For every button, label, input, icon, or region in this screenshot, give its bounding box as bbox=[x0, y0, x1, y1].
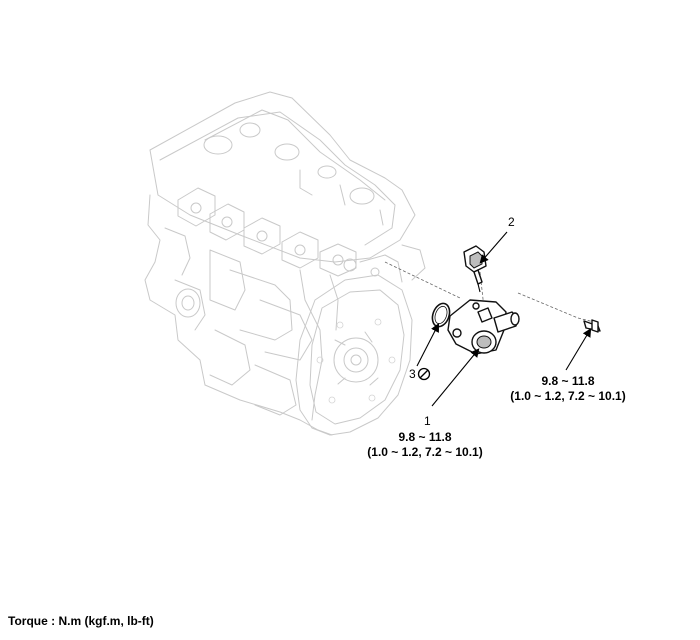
torque-alt-bolt: (1.0 ~ 1.2, 7.2 ~ 10.1) bbox=[510, 389, 626, 403]
callout-number-3: 3 bbox=[409, 367, 416, 381]
torque-spec-item1: 9.8 ~ 11.8 (1.0 ~ 1.2, 7.2 ~ 10.1) bbox=[348, 430, 502, 460]
callout-number-2: 2 bbox=[508, 215, 515, 229]
torque-alt-item1: (1.0 ~ 1.2, 7.2 ~ 10.1) bbox=[367, 445, 483, 459]
torque-spec-bolt: 9.8 ~ 11.8 (1.0 ~ 1.2, 7.2 ~ 10.1) bbox=[488, 374, 648, 404]
coolant-temperature-sensor bbox=[463, 245, 487, 293]
torque-units-note: Torque : N.m (kgf.m, lb-ft) bbox=[8, 614, 154, 628]
engine-outline bbox=[144, 91, 426, 436]
torque-value-bolt: 9.8 ~ 11.8 bbox=[541, 374, 595, 388]
water-outlet-fitting bbox=[447, 299, 520, 355]
torque-value-item1: 9.8 ~ 11.8 bbox=[398, 430, 452, 444]
callout-number-1: 1 bbox=[424, 414, 431, 428]
mounting-bolt bbox=[583, 319, 601, 333]
no-reuse-icon bbox=[417, 367, 431, 381]
